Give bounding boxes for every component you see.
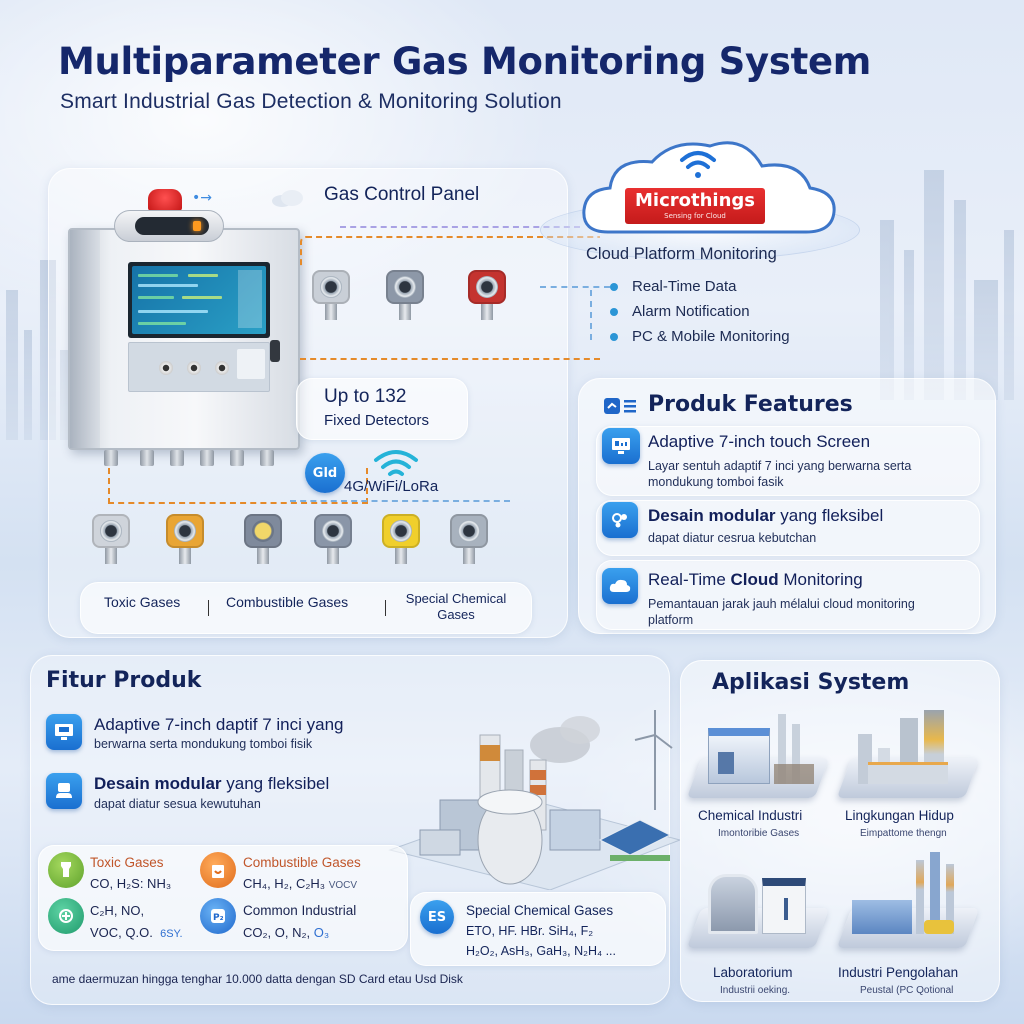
fitur-adaptive-title: Adaptive 7-inch daptif 7 inci yang <box>94 715 344 734</box>
detector-bottom-1 <box>88 510 134 564</box>
app-processing-name: Industri Pengolahan <box>838 965 959 980</box>
special-chemical-line2: H₂O₂, AsH₃, GaH₃, N₂H₄ ... <box>466 944 616 958</box>
app-laboratory-illustration <box>686 856 830 948</box>
app-chemical-sub: Imontoribie Gases <box>718 828 800 839</box>
cloud-bullet-pc-mobile: PC & Mobile Monitoring <box>610 328 790 345</box>
detector-count-card <box>296 378 468 440</box>
feature-item-cloud <box>596 560 980 630</box>
cloud-monitoring-icon <box>602 568 638 604</box>
special-chemical-icon: ES <box>420 900 454 934</box>
page-subtitle: Smart Industrial Gas Detection & Monitor… <box>60 90 562 113</box>
special-chemical-label: Special Chemical Gases <box>466 903 614 918</box>
detector-bottom-5 <box>378 510 424 564</box>
combustible-gas-icon <box>200 852 236 888</box>
detector-count-sub: Fixed Detectors <box>324 412 430 429</box>
special-chemical-card <box>410 892 666 966</box>
produk-features-title: Produk Features <box>648 392 853 417</box>
control-screen <box>128 262 270 338</box>
app-laboratory-sub: Industrii oeking. <box>720 985 791 996</box>
category-toxic: Toxic Gases <box>104 594 181 610</box>
control-panel-label: Gas Control Panel <box>324 184 480 205</box>
page-title: Multiparameter Gas Monitoring System <box>58 40 872 83</box>
background-skyline-right <box>870 140 1024 400</box>
detector-bottom-6 <box>446 510 492 564</box>
detector-red <box>464 266 510 320</box>
cloud-platform-title: Cloud Platform Monitoring <box>586 245 777 263</box>
common-industrial-icon: P₂ <box>200 898 236 934</box>
modular-icon <box>602 502 638 538</box>
detector-bottom-3 <box>240 510 286 564</box>
common-industrial-label: Common Industrial <box>243 903 357 918</box>
feature-modular-desc: dapat diatur cesrua kebutchan <box>648 531 817 545</box>
app-laboratory-name: Laboratorium <box>713 965 793 980</box>
app-processing-illustration <box>836 852 980 948</box>
microthings-logo: Microthings Sensing for Cloud <box>625 188 765 224</box>
detector-count-title: Up to 132 <box>324 386 407 407</box>
fitur-modular-desc: dapat diatur sesua kewutuhan <box>94 797 261 811</box>
cloud-wifi-icon <box>678 146 718 186</box>
app-environment-illustration <box>836 706 980 798</box>
4g-icon: Gld <box>305 453 345 493</box>
category-special: Special Chemical Gases <box>405 591 507 622</box>
category-combustible: Combustible Gases <box>226 594 349 610</box>
feature-touchscreen-title: Adaptive 7-inch touch Screen <box>648 432 871 451</box>
alarm-beacon <box>148 189 182 211</box>
app-environment-name: Lingkungan Hidup <box>845 808 954 823</box>
app-chemical-illustration <box>686 706 830 798</box>
detector-bottom-2 <box>162 510 208 564</box>
gas-control-cabinet <box>68 228 300 450</box>
cabinet-status-head <box>114 210 224 242</box>
wifi-icon <box>372 448 420 482</box>
small-cloud-icon <box>268 188 308 208</box>
touchscreen-icon <box>602 428 640 464</box>
arrow-icon: •→ <box>192 190 212 206</box>
control-keypad <box>128 342 270 392</box>
gas-category-strip <box>80 582 532 634</box>
industrial-plant-illustration <box>380 690 682 891</box>
features-list-icon <box>604 396 638 420</box>
feature-cloud-title: Real-Time Cloud Monitoring <box>648 570 863 589</box>
fitur-modular-title: Desain modular yang fleksibel <box>94 774 330 793</box>
app-processing-sub: Peustal (PC Qotional <box>860 985 954 996</box>
app-chemical-name: Chemical Industri <box>698 808 803 823</box>
app-environment-sub: Eimpattome thengn <box>860 828 947 839</box>
combustible-gases-label: Combustible Gases <box>243 855 361 870</box>
fitur-adaptive-desc: berwarna serta mondukung tomboi fisik <box>94 737 313 751</box>
feature-item-modular <box>596 500 980 556</box>
storage-footnote: ame daermuzan hingga tenghar 10.000 datt… <box>52 972 463 986</box>
feature-modular-title: Desain modular yang fleksibel <box>648 506 884 525</box>
toxic-gases-label: Toxic Gases <box>90 855 164 870</box>
produk-features-panel <box>578 378 996 634</box>
other-gases-line1: C₂H, NO, <box>90 903 145 918</box>
feature-touchscreen-desc: Layar sentuh adaptif 7 inci yang berwarn… <box>648 459 912 489</box>
detector-silver-1 <box>308 266 354 320</box>
cloud-bullet-realtime: Real-Time Data <box>610 278 736 295</box>
toxic-gas-icon <box>48 852 84 888</box>
chemical-gas-icon <box>48 898 84 934</box>
detector-grey <box>382 266 428 320</box>
fitur-produk-title: Fitur Produk <box>46 668 202 693</box>
cabinet-handle <box>270 340 280 362</box>
special-chemical-line1: ETO, HF. HBr. SiH₄, F₂ <box>466 924 594 938</box>
feature-item-touchscreen <box>596 426 980 496</box>
aplikasi-system-title: Aplikasi System <box>712 670 910 695</box>
combustible-gases-list: CH₄, H₂, C₂H₃ VOCV <box>243 876 358 891</box>
common-industrial-list: CO₂, O, N₂, O₃ <box>243 925 330 940</box>
modular-design-icon <box>46 773 82 809</box>
connectivity-label: 4G/WiFi/LoRa <box>344 478 439 495</box>
adaptive-screen-icon <box>46 714 82 750</box>
feature-cloud-desc: Pemantauan jarak jauh mélalui cloud moni… <box>648 597 915 627</box>
toxic-gases-list: CO, H₂S: NH₃ <box>90 876 172 891</box>
detector-bottom-4 <box>310 510 356 564</box>
cloud-bullet-alarm: Alarm Notification <box>610 303 750 320</box>
svg-text:P₂: P₂ <box>213 913 224 923</box>
other-gases-line2: VOC, Q.O. 6SY. <box>90 925 183 940</box>
